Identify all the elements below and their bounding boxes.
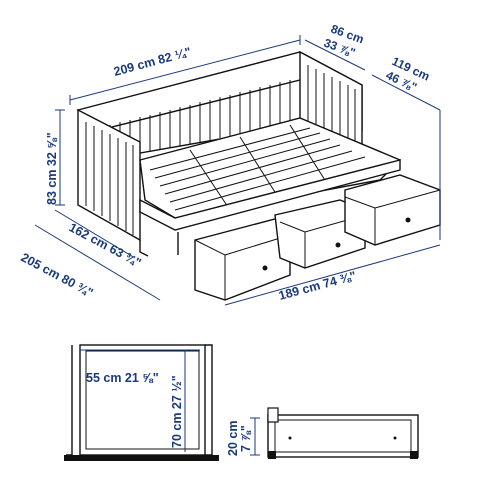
bed-length-label: 209 cm 82 ¼" xyxy=(112,45,193,79)
base-slats xyxy=(149,124,366,211)
daybed-drawing xyxy=(76,50,441,301)
dimension-lines-main xyxy=(34,35,441,306)
extended-length-label: 205 cm 80 ¾" xyxy=(19,250,96,300)
drawer-height-label-line2: 7 ⅞" xyxy=(239,425,253,452)
back-panel-slats xyxy=(109,80,291,160)
drawer-depth-label: 70 cm 27 ½" xyxy=(170,375,184,448)
front-rail xyxy=(139,159,401,231)
drawer-2 xyxy=(274,199,366,269)
drawer-3 xyxy=(344,174,441,246)
right-panel-slats xyxy=(307,65,356,147)
drawer-side-view xyxy=(250,407,419,459)
bed-height-label: 83 cm 32 ⅝" xyxy=(45,132,59,205)
drawer-width-label: 55 cm 21 ⅝" xyxy=(86,371,159,385)
drawer-height-label-line1: 20 cm xyxy=(226,421,240,456)
left-side-panel xyxy=(77,108,141,242)
drawer-top-view xyxy=(64,344,219,461)
drawer-1 xyxy=(194,214,291,301)
left-panel-slats xyxy=(85,122,134,235)
